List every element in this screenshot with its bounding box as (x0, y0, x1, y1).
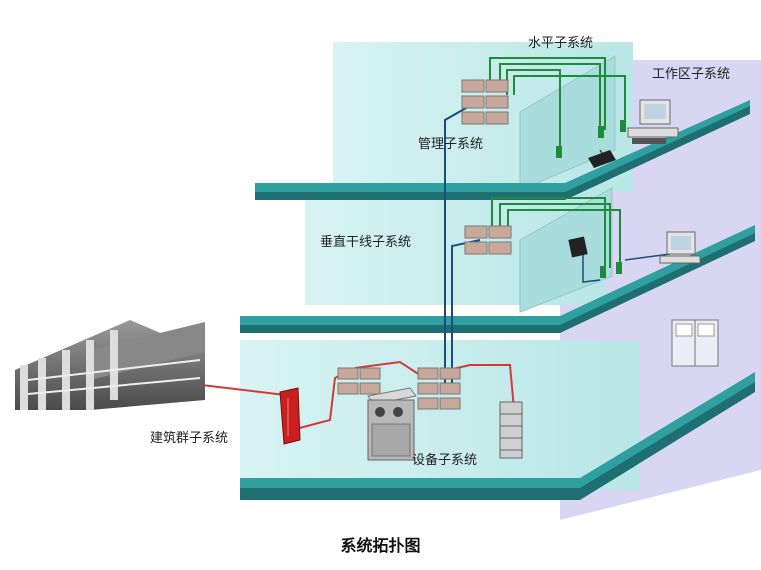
label-equipment-subsystem: 设备子系统 (412, 452, 477, 468)
label-work-area-subsystem: 工作区子系统 (652, 67, 730, 82)
wall-outlets (556, 120, 626, 278)
horizontal-cables-middle (491, 197, 621, 270)
campus-distribution-box (279, 387, 301, 445)
figure-caption: 系统拓扑图 (340, 536, 421, 555)
floor-top (255, 100, 750, 198)
label-backbone-subsystem: 垂直干线子系统 (320, 235, 411, 250)
telephone-icon (568, 236, 588, 258)
server-cabinet (367, 387, 417, 461)
computer-icon (627, 99, 679, 144)
label-campus-subsystem: 建筑群子系统 (150, 430, 228, 446)
patch-panel-top (461, 79, 509, 125)
campus-building-icon (15, 320, 205, 410)
label-admin-subsystem: 管理子系统 (418, 137, 483, 152)
back-wall-bottom (240, 340, 640, 490)
divider-wall-top (519, 55, 616, 191)
floor-middle-edge (240, 233, 755, 333)
telephone-icon (588, 150, 616, 168)
floor-ground-edge (240, 382, 755, 500)
floor-top-edge (255, 106, 750, 200)
door (671, 319, 719, 367)
label-horizontal-subsystem: 水平子系统 (528, 36, 593, 51)
equipment-rack (499, 401, 523, 459)
floor-middle (240, 225, 755, 330)
patch-panel-ground-left (337, 367, 381, 395)
patch-panel-ground-right (417, 367, 461, 410)
computer-icon (659, 231, 701, 264)
patch-panel-middle (464, 225, 512, 255)
